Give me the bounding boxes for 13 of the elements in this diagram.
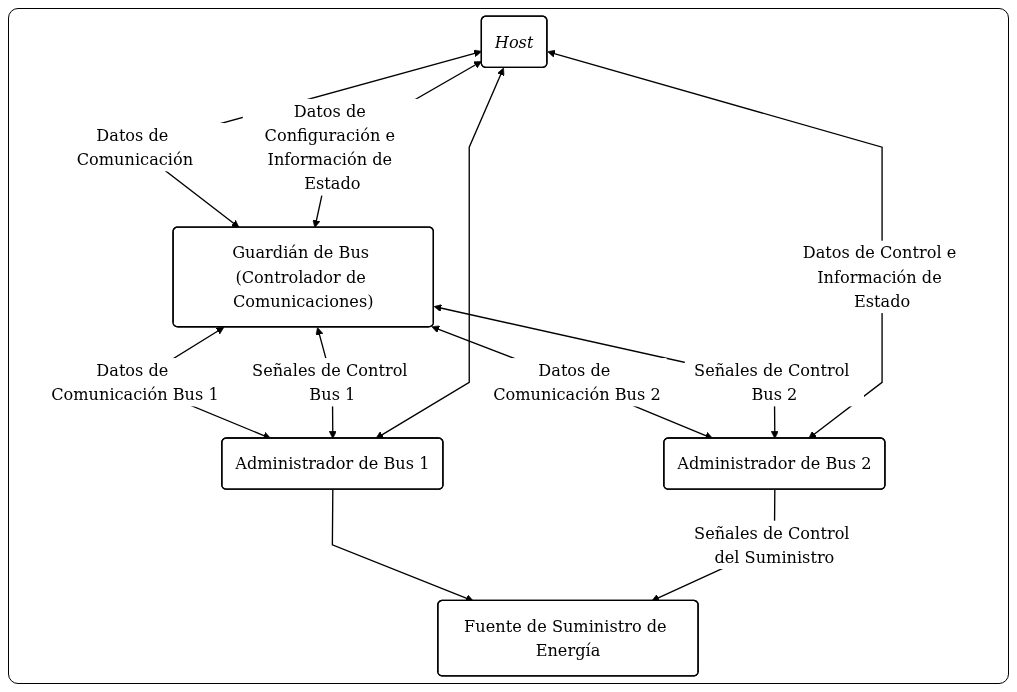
arrow (375, 67, 505, 439)
edge-label: Señales de Control Bus 2 (694, 360, 850, 404)
edge-label: Datos de Configuración e Información de Estado (264, 101, 396, 193)
edge-label: Señales de Control del Suministro (694, 523, 850, 567)
arrow (433, 304, 779, 439)
edge-label: Datos de Comunicación Bus 1 (51, 360, 219, 404)
arrow (331, 488, 474, 602)
edge-label: Datos de Comunicación Bus 2 (493, 360, 661, 404)
edge-label: Datos de Comunicación (76, 125, 194, 169)
diagram-frame: Datos de Comunicación Datos de Configuración e Información de Estado Datos de Comunicación Bus 1 Señales de Control Bus 1 Datos de Comunicación Bus 2 Señales de Control Bus 2 Datos de Control e Información de Estado Señales de Control del Suministro Host Guardián de Bus (Controlador de Comunicaciones) Administrador de Bus 1 Administrador de Bus 2 Fuente de Suministro de Energía (8, 8, 1009, 684)
edge-label: Datos de Control e Información de Estado (802, 243, 957, 311)
edge-label: Señales de Control Bus 1 (252, 360, 408, 404)
arrow (547, 49, 883, 439)
